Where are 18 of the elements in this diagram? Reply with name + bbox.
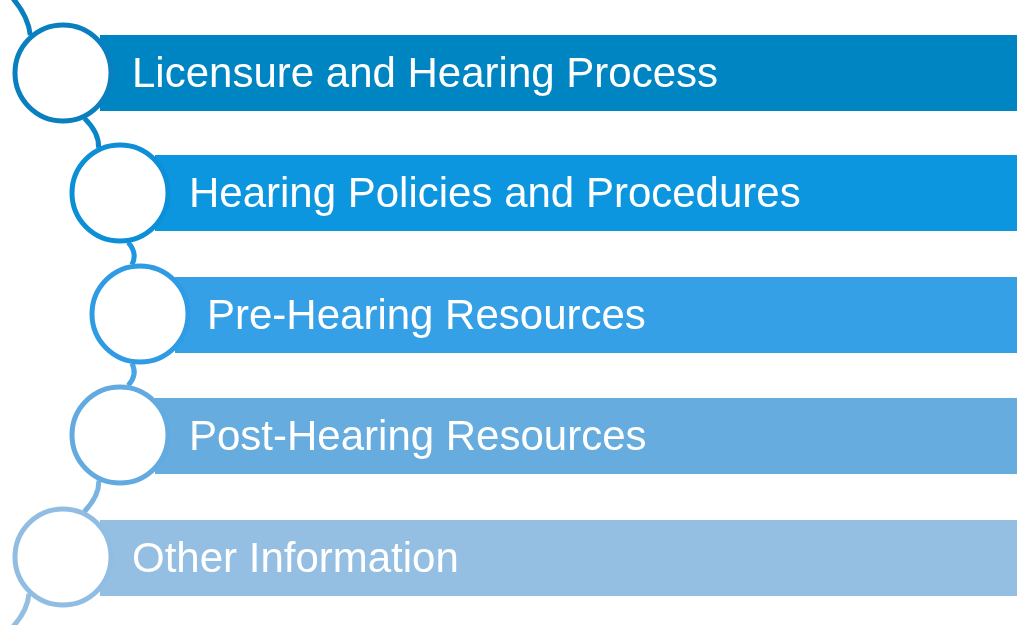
banner-bar bbox=[155, 155, 1017, 231]
connector-line bbox=[82, 480, 102, 514]
bar-title: Hearing Policies and Procedures bbox=[189, 169, 801, 217]
bar-title: Post-Hearing Resources bbox=[189, 412, 647, 460]
banner-bar bbox=[155, 398, 1017, 474]
banner-bar bbox=[175, 277, 1017, 353]
bar-title: Licensure and Hearing Process bbox=[132, 49, 718, 97]
connector-line bbox=[126, 362, 137, 388]
connector-line bbox=[126, 240, 137, 266]
banner-bar bbox=[100, 35, 1017, 111]
circle-marker bbox=[12, 22, 114, 124]
circle-marker bbox=[89, 263, 191, 365]
connector-line bbox=[82, 116, 102, 148]
bar-title: Other Information bbox=[132, 534, 459, 582]
connector-line bbox=[8, 0, 33, 36]
banner-bar bbox=[100, 520, 1017, 596]
circle-marker bbox=[69, 142, 171, 244]
bar-title: Pre-Hearing Resources bbox=[207, 291, 646, 339]
